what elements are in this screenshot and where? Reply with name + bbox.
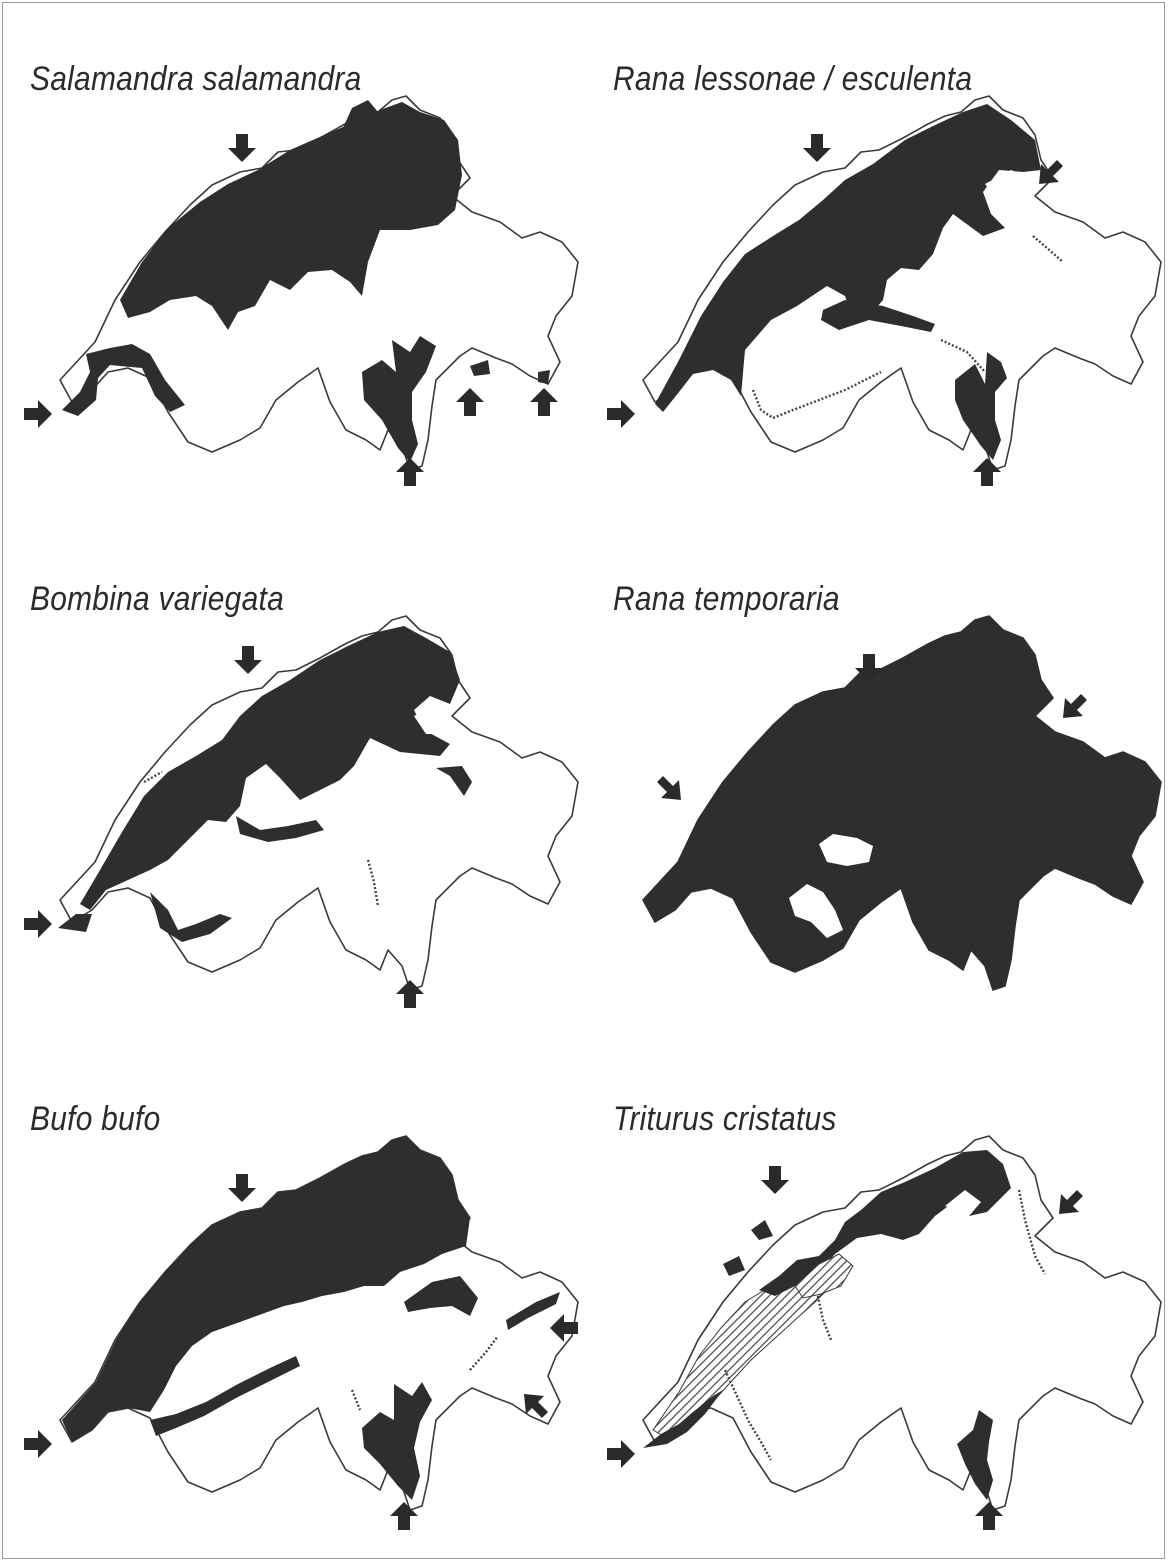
range-patch-ticino (362, 336, 436, 462)
arrow-icon (524, 1394, 548, 1418)
hatched-range-ticino (940, 338, 986, 373)
species-title: Bombina variegata (30, 580, 284, 618)
species-title: Triturus cristatus (613, 1100, 837, 1138)
border-arrows (607, 1166, 1083, 1530)
arrow-icon (456, 388, 484, 416)
range-area (643, 1390, 723, 1448)
arrow-icon (390, 1502, 418, 1530)
range-patch-lake (945, 1190, 981, 1216)
range-patch-aare (236, 816, 324, 842)
hatched-range-east (1017, 1189, 1047, 1275)
range-patch-valais (150, 892, 232, 942)
range-patch-ticino (955, 352, 1007, 460)
arrow-icon (396, 980, 424, 1008)
distribution-map-triturus (607, 1135, 1162, 1530)
arrow-icon (975, 1502, 1003, 1530)
distribution-map-salamandra (24, 95, 579, 486)
panel-triturus: Triturus cristatus (583, 1040, 1163, 1550)
range-hatched-center (794, 1253, 854, 1299)
range-area (80, 626, 460, 910)
range-patch-jura-2 (723, 1256, 745, 1276)
panel-bombina: Bombina variegata (0, 520, 580, 1030)
arrow-icon (1063, 694, 1087, 718)
hatched-range-rhine (1032, 235, 1064, 263)
range-patch-central (759, 1150, 1011, 1296)
arrow-icon (228, 1174, 256, 1202)
arrow-icon (607, 400, 635, 428)
range-patch-geneva (58, 914, 92, 932)
arrow-icon (24, 1430, 52, 1458)
range-patch-ticino (957, 1410, 993, 1500)
arrow-icon (607, 1440, 635, 1468)
arrow-icon (24, 400, 52, 428)
range-patch-engadin (538, 370, 550, 384)
range-patch-east (470, 360, 490, 376)
range-patch-north (342, 100, 378, 130)
species-title: Rana temporaria (613, 580, 840, 618)
range-patch-east (404, 1276, 478, 1316)
border-arrows (24, 134, 558, 486)
range-patch-lake-zurich (985, 170, 1031, 206)
distribution-map-rana-temporaria (642, 615, 1162, 991)
species-title: Bufo bufo (30, 1100, 161, 1138)
species-title: Salamandra salamandra (30, 60, 362, 98)
panel-rana-lessonae: Rana lessonae / esculenta (583, 0, 1163, 510)
distribution-map-bombina (24, 615, 579, 1008)
range-patch-east (436, 766, 472, 796)
range-patch-geneva (62, 344, 185, 416)
arrow-icon (24, 910, 52, 938)
range-patch-jura (751, 1220, 773, 1240)
arrow-icon (1039, 160, 1063, 184)
hatched-range-ticino (350, 1389, 362, 1411)
distribution-map-rana-lessonae (607, 95, 1162, 486)
arrow-icon (761, 1166, 789, 1194)
arrow-icon (530, 388, 558, 416)
range-area (120, 102, 462, 330)
range-gap-lake (819, 834, 873, 866)
range-patch-ticino (362, 1382, 432, 1500)
arrow-icon (234, 646, 262, 674)
panel-rana-temporaria: Rana temporaria (583, 520, 1163, 1030)
range-area (62, 1136, 470, 1442)
range-area (642, 615, 1162, 991)
arrow-icon (973, 458, 1001, 486)
hatched-range-east (469, 1335, 499, 1371)
border-arrows (657, 654, 1087, 800)
panel-bufo: Bufo bufo (0, 1040, 580, 1550)
arrow-icon (228, 134, 256, 162)
border-arrows (24, 1174, 578, 1530)
arrow-icon (550, 1314, 578, 1342)
arrow-icon (657, 776, 681, 800)
range-patch-lake (414, 706, 450, 734)
range-patch-aare (821, 300, 935, 332)
range-area (655, 104, 1041, 412)
species-title: Rana lessonae / esculenta (613, 60, 973, 98)
range-gap-valais (789, 884, 843, 938)
hatched-range-jura (143, 770, 163, 784)
border-arrows (24, 646, 424, 1008)
panel-salamandra: Salamandra salamandra (0, 0, 580, 510)
arrow-icon (1059, 1190, 1083, 1214)
border-arrows (607, 134, 1063, 486)
hatched-range-central (815, 1291, 833, 1341)
range-patch-valais (150, 1356, 300, 1436)
arrow-icon (855, 654, 883, 682)
hatched-range-valais (723, 1369, 773, 1461)
range-patch-engadin (506, 1292, 560, 1330)
distribution-map-bufo (24, 1135, 579, 1530)
arrow-icon (396, 458, 424, 486)
arrow-icon (803, 134, 831, 162)
